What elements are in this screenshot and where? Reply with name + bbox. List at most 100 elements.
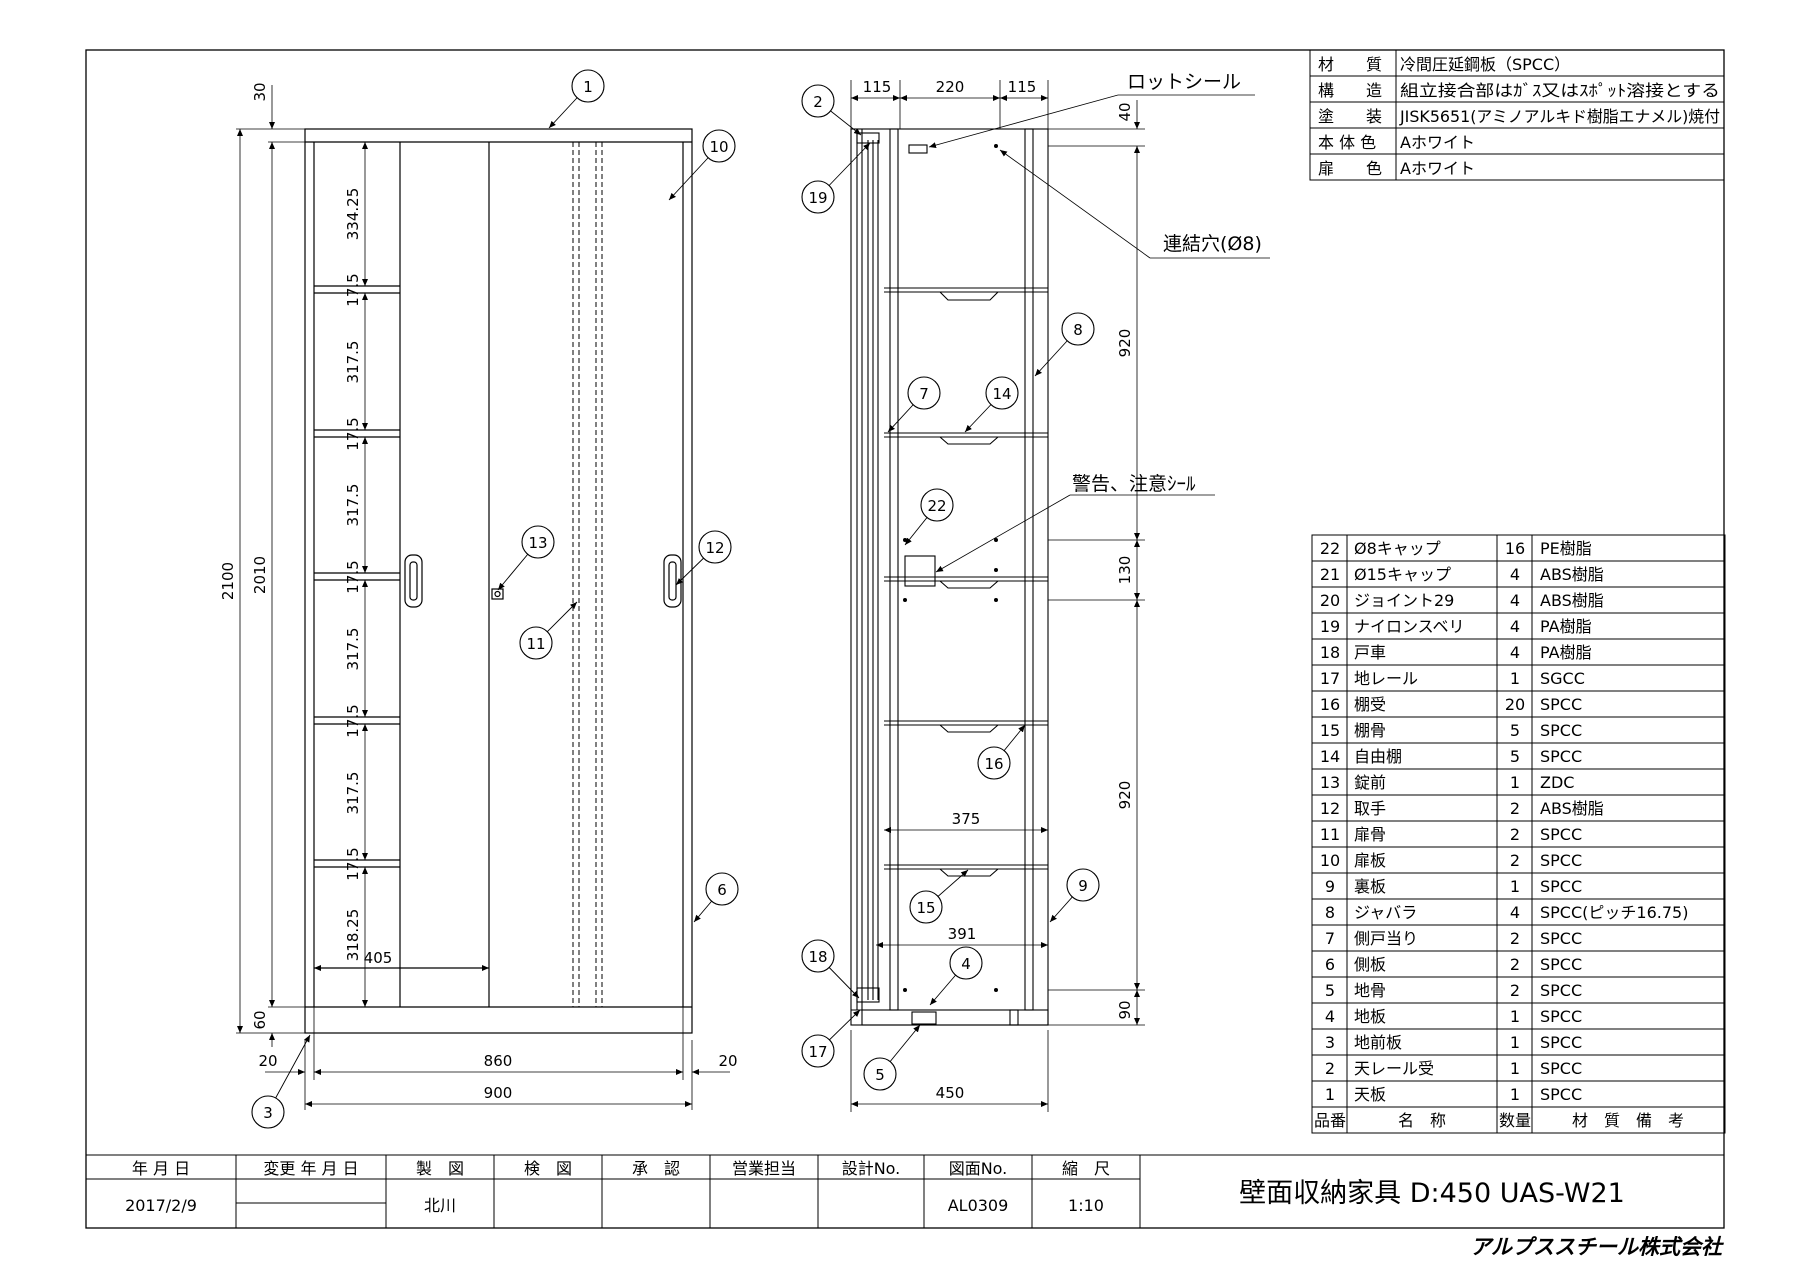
part-material: ABS樹脂 bbox=[1540, 799, 1604, 818]
callout-10: 10 bbox=[668, 129, 736, 201]
part-quantity: 1 bbox=[1510, 1059, 1520, 1078]
cabinet-outline bbox=[304, 128, 693, 1034]
part-quantity: 4 bbox=[1510, 565, 1520, 584]
callout-7: 7 bbox=[887, 376, 941, 433]
callout-5: 5 bbox=[863, 1024, 921, 1091]
side-holes bbox=[903, 144, 998, 992]
callout-3: 3 bbox=[251, 1034, 311, 1129]
part-material: PA樹脂 bbox=[1540, 617, 1592, 636]
part-number: 20 bbox=[1320, 591, 1340, 610]
dim-hole-pitch-upper: 920 bbox=[1116, 329, 1134, 358]
svg-text:18: 18 bbox=[808, 948, 827, 966]
part-quantity: 20 bbox=[1505, 695, 1525, 714]
parts-header-name: 名 称 bbox=[1398, 1111, 1446, 1130]
svg-text:11: 11 bbox=[526, 635, 545, 653]
part-number: 16 bbox=[1320, 695, 1340, 714]
svg-text:8: 8 bbox=[1073, 321, 1083, 339]
part-name: Ø8キャップ bbox=[1354, 539, 1441, 558]
part-name: 天レール受 bbox=[1354, 1059, 1434, 1078]
part-quantity: 2 bbox=[1510, 799, 1520, 818]
dim-overall-depth: 450 bbox=[936, 1084, 965, 1102]
rot-seal bbox=[908, 144, 928, 154]
part-material: PE樹脂 bbox=[1540, 539, 1592, 558]
callout-1: 1 bbox=[548, 69, 605, 129]
part-name: 地前板 bbox=[1354, 1033, 1402, 1052]
svg-text:9: 9 bbox=[1078, 877, 1088, 895]
part-name: 地板 bbox=[1354, 1007, 1386, 1026]
part-number: 6 bbox=[1325, 955, 1335, 974]
part-name: ナイロンスベリ bbox=[1354, 617, 1465, 636]
callout-11: 11 bbox=[519, 601, 578, 660]
dim-top: 30 bbox=[251, 82, 269, 101]
part-quantity: 1 bbox=[1510, 877, 1520, 896]
part-material: SPCC bbox=[1540, 695, 1582, 714]
callout-2: 2 bbox=[801, 84, 862, 136]
dim-hole-gap: 130 bbox=[1116, 556, 1134, 585]
svg-text:3: 3 bbox=[263, 1104, 273, 1122]
part-quantity: 4 bbox=[1510, 903, 1520, 922]
part-number: 11 bbox=[1320, 825, 1340, 844]
part-number: 18 bbox=[1320, 643, 1340, 662]
part-name: Ø15キャップ bbox=[1354, 565, 1451, 584]
part-name: 自由棚 bbox=[1354, 747, 1402, 766]
label-warning-seal: 警告、注意ｼｰﾙ bbox=[1072, 473, 1196, 495]
spec-label: 本 体 色 bbox=[1318, 133, 1376, 152]
part-name: 裏板 bbox=[1354, 877, 1386, 896]
part-number: 1 bbox=[1325, 1085, 1335, 1104]
dim-shelf-thickness: 17.5 bbox=[344, 560, 362, 593]
part-number: 4 bbox=[1325, 1007, 1335, 1026]
part-quantity: 2 bbox=[1510, 955, 1520, 974]
part-number: 14 bbox=[1320, 747, 1340, 766]
svg-text:7: 7 bbox=[919, 385, 929, 403]
part-quantity: 5 bbox=[1510, 721, 1520, 740]
part-number: 10 bbox=[1320, 851, 1340, 870]
svg-text:4: 4 bbox=[961, 955, 971, 973]
part-name: ジョイント29 bbox=[1354, 591, 1454, 610]
part-name: 天板 bbox=[1354, 1085, 1386, 1104]
part-material: SPCC bbox=[1540, 1059, 1582, 1078]
dim-shelf-thickness: 17.5 bbox=[344, 704, 362, 737]
dim-shelf-gap: 317.5 bbox=[344, 484, 362, 527]
tb-header-sales: 営業担当 bbox=[732, 1159, 796, 1178]
part-number: 13 bbox=[1320, 773, 1340, 792]
callout-9: 9 bbox=[1049, 868, 1100, 923]
part-material: SGCC bbox=[1540, 669, 1585, 688]
svg-text:15: 15 bbox=[916, 899, 935, 917]
part-quantity: 1 bbox=[1510, 1085, 1520, 1104]
dim-overall-height: 2100 bbox=[219, 562, 237, 600]
tb-value-scale: 1:10 bbox=[1068, 1196, 1104, 1215]
tb-header-change: 変更 年 月 日 bbox=[263, 1159, 358, 1178]
part-number: 7 bbox=[1325, 929, 1335, 948]
jabara-back bbox=[1024, 128, 1034, 1011]
front-view bbox=[304, 128, 693, 1034]
spec-value: Aホワイト bbox=[1400, 159, 1475, 178]
tb-value-date: 2017/2/9 bbox=[125, 1196, 197, 1215]
tb-header-drawing-no: 図面No. bbox=[949, 1159, 1008, 1178]
svg-text:12: 12 bbox=[705, 539, 724, 557]
part-material: SPCC bbox=[1540, 825, 1582, 844]
part-material: ABS樹脂 bbox=[1540, 591, 1604, 610]
part-number: 17 bbox=[1320, 669, 1340, 688]
front-dimension-lines bbox=[236, 85, 730, 1110]
parts-header-material: 材 質 備 考 bbox=[1572, 1111, 1684, 1130]
callout-22: 22 bbox=[904, 488, 954, 546]
tb-header-design-no: 設計No. bbox=[842, 1159, 901, 1178]
dim-hole-top: 40 bbox=[1116, 102, 1134, 121]
tb-header-approved: 承 認 bbox=[632, 1159, 680, 1178]
label-rot-seal: ロットシール bbox=[1127, 71, 1241, 93]
part-name: 側板 bbox=[1354, 955, 1386, 974]
part-name: 扉骨 bbox=[1354, 825, 1386, 844]
dim-depth-front: 115 bbox=[863, 78, 892, 96]
parts-header-number: 品番 bbox=[1314, 1111, 1346, 1130]
callout-17: 17 bbox=[801, 1009, 861, 1068]
part-name: 側戸当り bbox=[1354, 929, 1418, 948]
part-number: 15 bbox=[1320, 721, 1340, 740]
spec-label: 材 質 bbox=[1318, 55, 1382, 74]
dim-depth-back: 115 bbox=[1008, 78, 1037, 96]
part-name: 扉板 bbox=[1354, 851, 1386, 870]
label-connection-hole: 連結穴(Ø8) bbox=[1163, 233, 1262, 255]
part-name: 棚受 bbox=[1354, 695, 1386, 714]
spec-value: 冷間圧延鋼板（SPCC） bbox=[1400, 55, 1570, 74]
part-material: SPCC(ピッチ16.75) bbox=[1540, 903, 1688, 922]
